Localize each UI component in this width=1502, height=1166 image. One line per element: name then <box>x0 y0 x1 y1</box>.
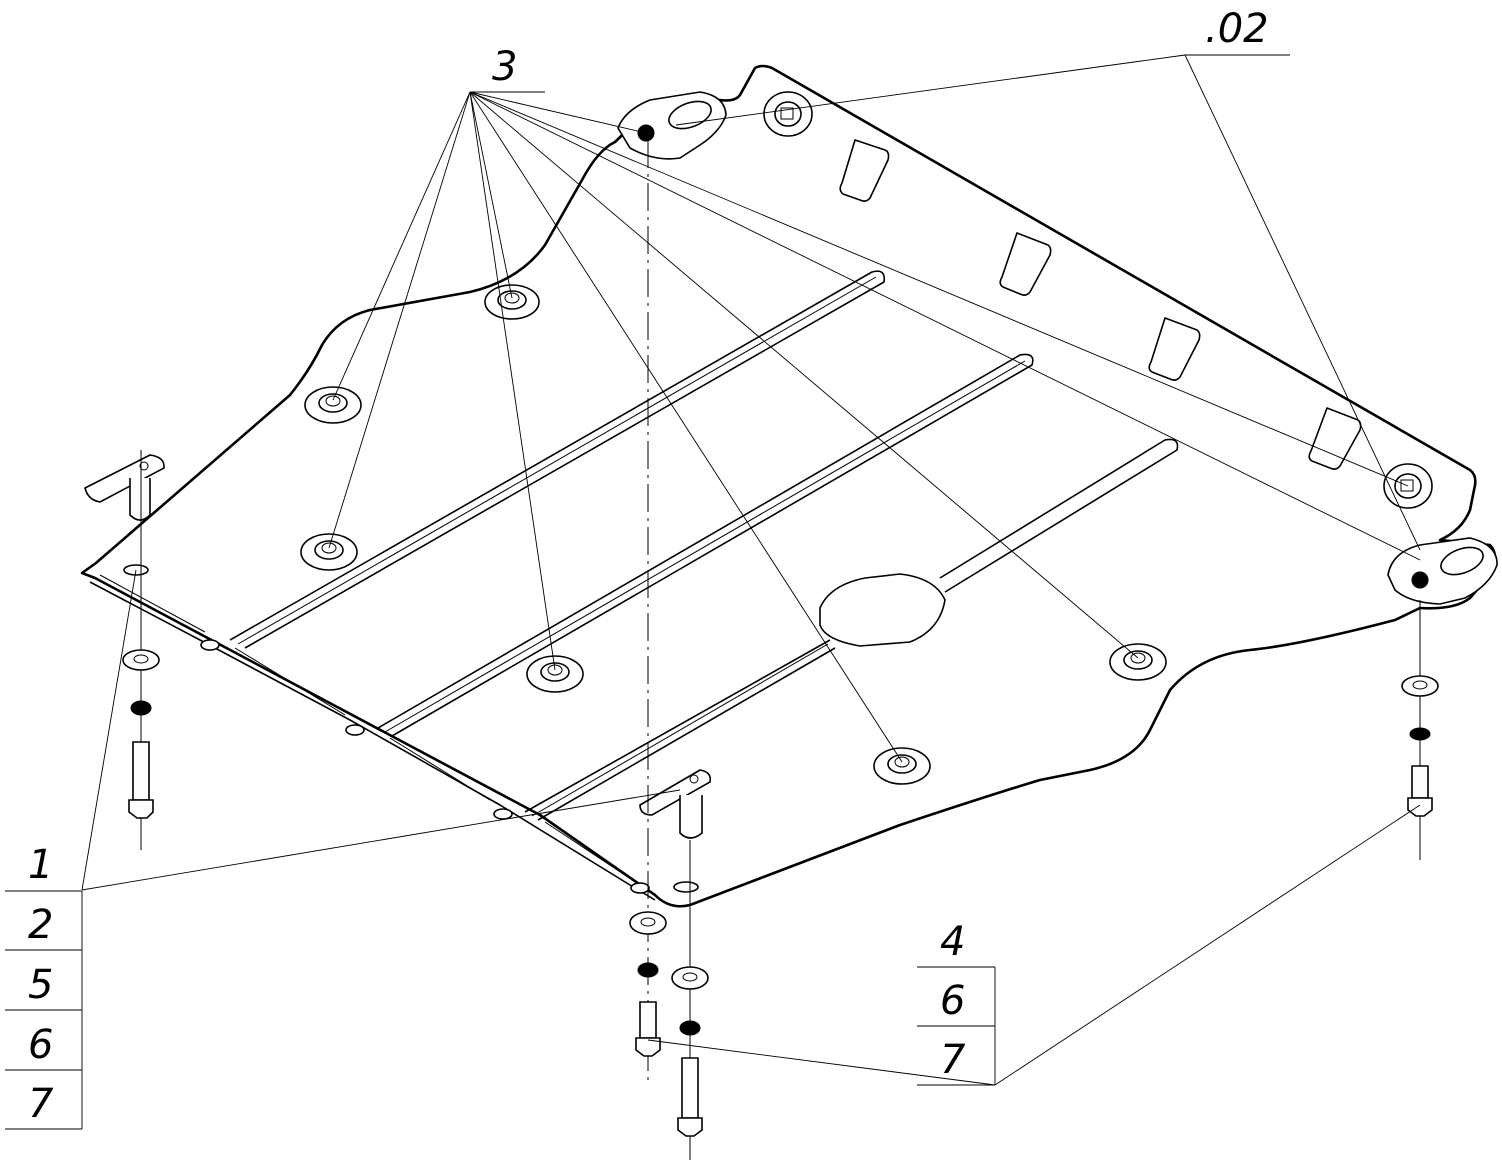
flange-nut <box>873 747 931 785</box>
stack-left-label: 6 <box>28 1022 53 1068</box>
label-02: .02 <box>1205 6 1269 52</box>
stack-right-label: 7 <box>940 1037 966 1083</box>
flange-nut <box>484 284 540 320</box>
stack-left-label: 2 <box>28 902 53 948</box>
label-table-right <box>917 966 996 1086</box>
axis-lines <box>140 140 1421 1160</box>
mounting-ear-left <box>617 91 727 160</box>
access-hatch <box>819 573 946 647</box>
flange-nut <box>526 655 584 693</box>
fastener-stack-right <box>1401 675 1439 817</box>
flange-nut <box>763 91 813 137</box>
label-3: 3 <box>492 44 517 90</box>
stack-left-label: 7 <box>28 1081 54 1127</box>
bracket-slots <box>839 139 1362 470</box>
mounting-ear-right <box>1387 537 1498 605</box>
stack-right-label: 6 <box>940 978 965 1024</box>
skid-plate <box>80 64 1497 908</box>
flange-nut <box>304 386 362 424</box>
label-table-left <box>5 890 83 1130</box>
stack-left-label: 1 <box>28 842 53 888</box>
fastener-stack-left <box>122 649 160 819</box>
flange-nut <box>300 533 358 571</box>
stiffening-ribs <box>229 270 1179 821</box>
flange-nuts <box>300 91 1433 785</box>
fastener-stack-center <box>629 911 667 1057</box>
leader-lines <box>81 54 1421 1086</box>
pin-plate-left <box>84 454 165 576</box>
flange-nut <box>1109 643 1167 681</box>
stack-left-label: 5 <box>28 962 53 1008</box>
stack-right-label: 4 <box>940 919 965 965</box>
fastener-stack-center-right <box>671 966 709 1137</box>
pin-plate-center <box>639 769 712 893</box>
